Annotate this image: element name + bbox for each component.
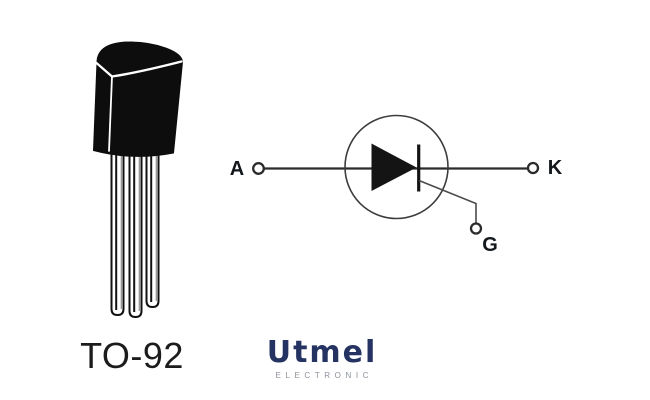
cathode-terminal bbox=[526, 161, 540, 175]
package-name-label: TO-92 bbox=[80, 335, 184, 376]
gate-terminal bbox=[469, 222, 483, 235]
cathode-label: K bbox=[547, 157, 563, 179]
to92-legs bbox=[110, 147, 160, 319]
symbol-circle bbox=[344, 114, 449, 220]
to92-leg-right bbox=[145, 147, 160, 309]
to92-edge-top-highlight bbox=[110, 60, 183, 78]
gate-wire bbox=[418, 179, 477, 223]
utmel-logo-wordmark: Utmel bbox=[266, 335, 378, 370]
gate-label: G bbox=[482, 234, 498, 256]
to92-leg-middle bbox=[128, 147, 143, 319]
diode-triangle bbox=[371, 143, 417, 191]
to92-edge-front-highlight bbox=[108, 75, 113, 152]
utmel-logo-tagline: ELECTRONIC bbox=[275, 371, 374, 380]
thyristor-symbol-drawing bbox=[252, 114, 540, 235]
to92-body bbox=[92, 41, 184, 157]
utmel-logo: Utmel ELECTRONIC bbox=[267, 338, 378, 380]
to92-package-drawing bbox=[92, 41, 184, 319]
to92-leg-left bbox=[110, 147, 125, 317]
to92-edge-left-highlight bbox=[95, 61, 114, 78]
anode-label: A bbox=[229, 158, 245, 180]
anode-terminal bbox=[252, 162, 265, 175]
